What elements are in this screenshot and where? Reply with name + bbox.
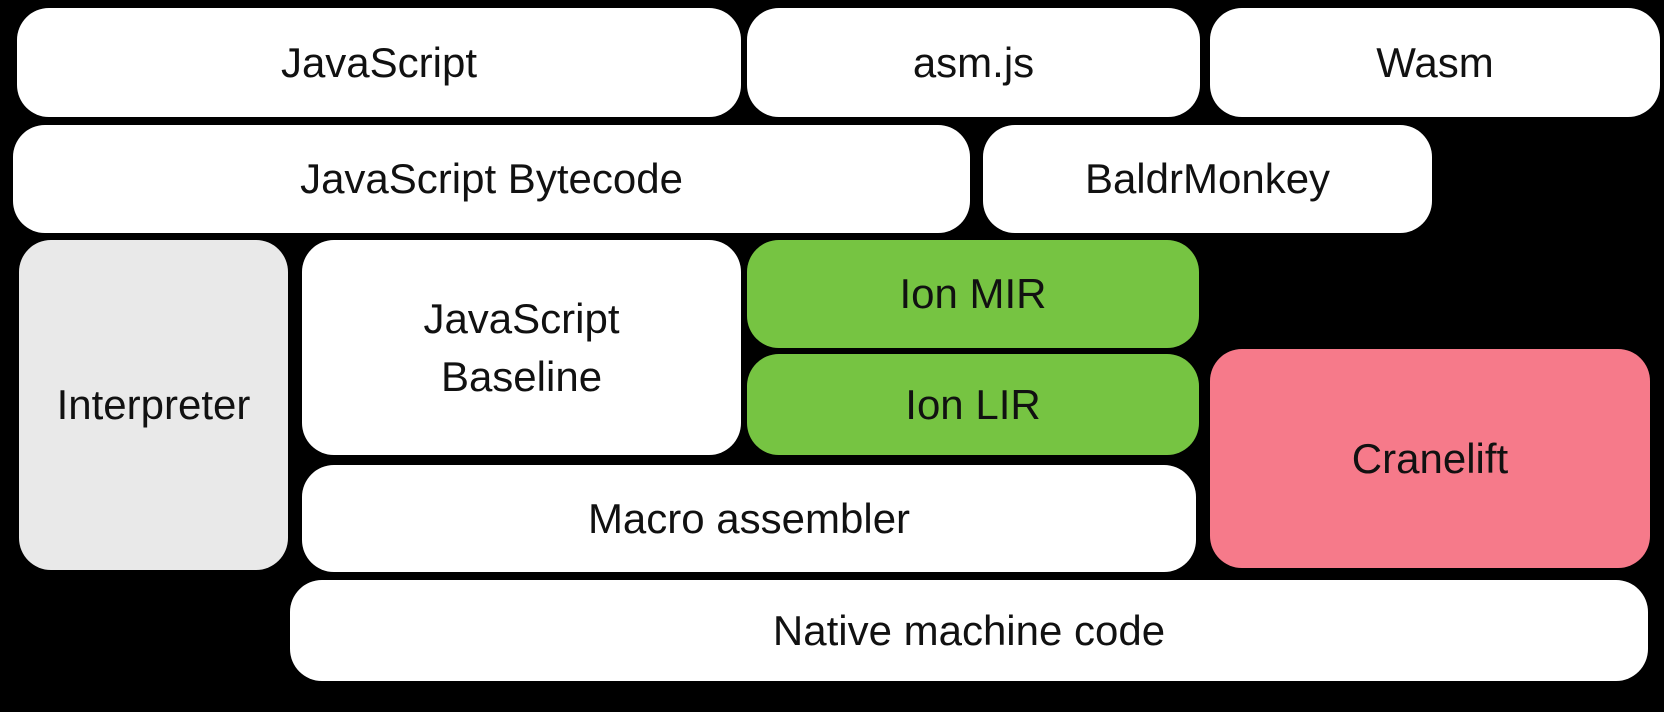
box-javascript-baseline: JavaScript Baseline (302, 240, 741, 455)
box-ion-lir-label: Ion LIR (905, 380, 1041, 428)
box-ion-mir: Ion MIR (747, 240, 1199, 348)
box-macro-assembler: Macro assembler (302, 465, 1196, 572)
box-asm-js: asm.js (747, 8, 1200, 117)
box-cranelift-label: Cranelift (1351, 434, 1509, 482)
box-wasm: Wasm (1210, 8, 1660, 117)
box-native-machine-code-label: Native machine code (772, 606, 1166, 654)
box-ion-mir-label: Ion MIR (899, 270, 1047, 318)
box-javascript-bytecode: JavaScript Bytecode (13, 125, 970, 233)
box-native-machine-code: Native machine code (290, 580, 1648, 681)
box-javascript-bytecode-label: JavaScript Bytecode (300, 155, 683, 203)
box-javascript: JavaScript (17, 8, 741, 117)
box-ion-lir: Ion LIR (747, 354, 1199, 455)
box-javascript-label: JavaScript (280, 38, 478, 86)
box-interpreter-label: Interpreter (56, 381, 251, 429)
box-baldrmonkey-label: BaldrMonkey (1084, 155, 1331, 203)
box-cranelift: Cranelift (1210, 349, 1650, 568)
box-baldrmonkey: BaldrMonkey (983, 125, 1432, 233)
box-javascript-baseline-label: JavaScript Baseline (423, 294, 620, 400)
box-asm-js-label: asm.js (912, 38, 1035, 86)
box-wasm-label: Wasm (1376, 38, 1494, 86)
box-interpreter: Interpreter (19, 240, 288, 570)
box-macro-assembler-label: Macro assembler (587, 494, 911, 542)
